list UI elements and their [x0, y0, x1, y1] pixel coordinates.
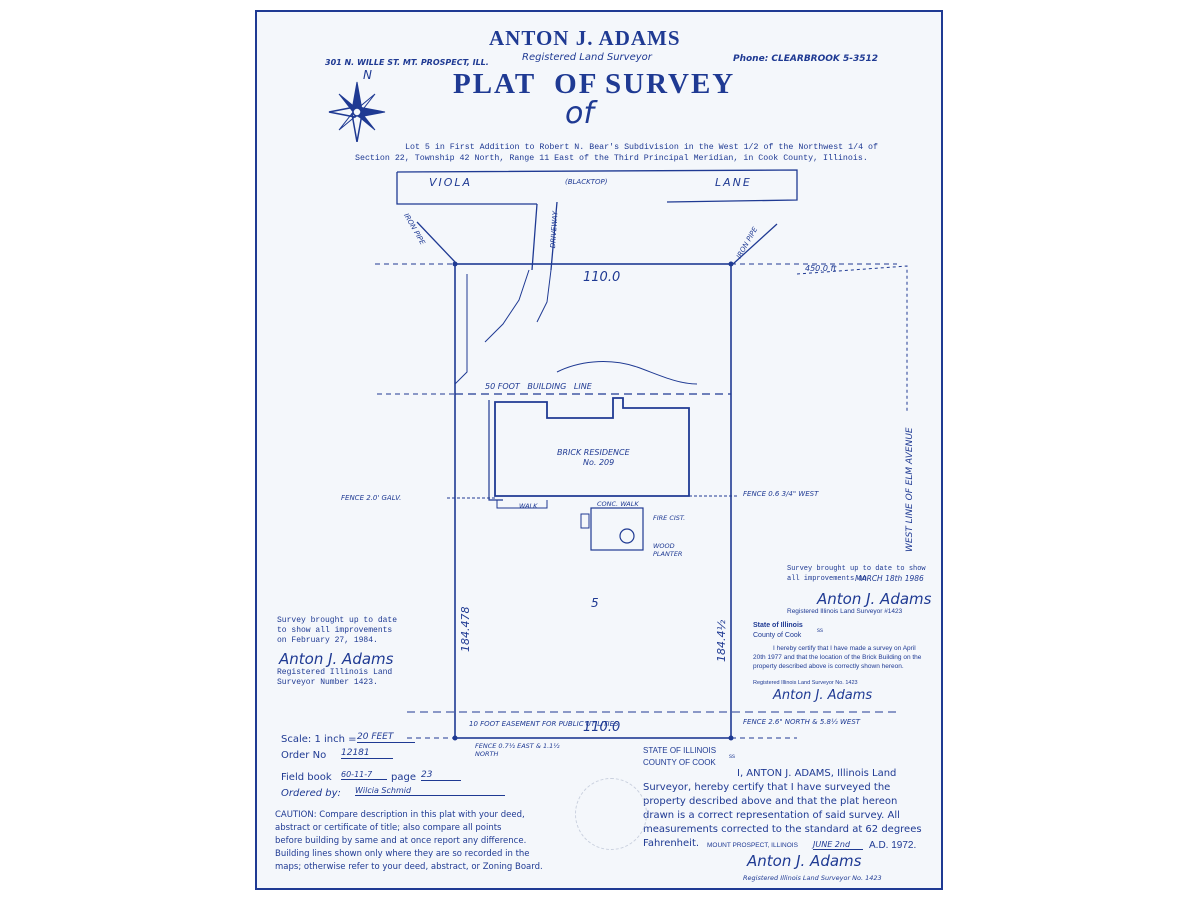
update-1984-reg1: Registered Illinois Land: [277, 668, 393, 677]
main-cert-reg: Registered Illinois Land Surveyor No. 14…: [743, 874, 882, 882]
caution-line5: maps; otherwise refer to your deed, abst…: [275, 862, 543, 872]
update-1984-line3: on February 27, 1984.: [277, 636, 378, 645]
scale-label: Scale: 1 inch =: [281, 734, 357, 745]
fence-corner-label: FENCE 0.7½ EAST & 1.1½ NORTH: [475, 742, 560, 758]
dim-west-line: 450.0 ft: [805, 264, 837, 273]
fence-right-label: FENCE 0.6 3/4" WEST: [743, 490, 819, 498]
legal-description: Lot 5 in First Addition to Robert N. Bea…: [355, 143, 878, 163]
side-left-dim: 184.478: [459, 606, 472, 653]
main-cert-line6: Fahrenheit.: [643, 838, 700, 849]
main-cert-line3: property described above and that the pl…: [643, 796, 898, 807]
field-book-label: Field book: [281, 772, 332, 783]
scale-value: 20 FEET: [357, 732, 415, 743]
surveyor-subtitle: Registered Land Surveyor: [522, 52, 652, 63]
main-cert-line4: drawn is a correct representation of sai…: [643, 810, 900, 821]
side-right-dim: 184.4½: [715, 619, 728, 662]
main-cert-ss: ss: [729, 754, 735, 760]
main-cert-county: COUNTY OF COOK: [643, 758, 716, 767]
field-book-value: 60-11-7: [341, 770, 387, 780]
surveyor-address: 301 N. WILLE ST. MT. PROSPECT, ILL.: [325, 58, 489, 67]
fire-cistern-label: FIRE CIST.: [653, 514, 686, 522]
plat-title-of: of: [565, 96, 594, 131]
plat-title-left: PLAT OF: [453, 68, 599, 100]
cert-1977-reg: Registered Illinois Land Surveyor No. 14…: [753, 680, 858, 686]
compass-north-label: N: [363, 68, 372, 82]
rear-width: 110.0: [583, 720, 621, 735]
update-1986-reg: Registered Illinois Land Surveyor #1423: [787, 608, 903, 615]
update-1986-signature: Anton J. Adams: [817, 590, 932, 608]
wood-planter-label: WOOD PLANTER: [653, 542, 683, 558]
plat-title-right: SURVEY: [605, 68, 736, 100]
main-cert-date: JUNE 2nd: [813, 840, 863, 850]
fence-left-label: FENCE 2.0' GALV.: [341, 494, 402, 502]
main-cert-line1: I, ANTON J. ADAMS, Illinois Land: [737, 768, 897, 779]
page-value: 23: [421, 770, 461, 781]
update-1984-line2: to show all improvements: [277, 626, 393, 635]
easement-label: 10 FOOT EASEMENT FOR PUBLIC UTILITIES: [469, 720, 619, 728]
main-cert-line2: Surveyor, hereby certify that I have sur…: [643, 782, 891, 793]
caution-line3: before building by same and at once repo…: [275, 836, 527, 846]
caution-line1: CAUTION: Compare description in this pla…: [275, 810, 525, 820]
lot-number: 5: [591, 596, 599, 610]
main-cert-ad: A.D. 1972.: [869, 840, 917, 851]
house-number: No. 209: [583, 458, 615, 467]
embossed-seal: [575, 778, 647, 850]
main-cert-signature: Anton J. Adams: [747, 852, 862, 870]
surveyor-phone: Phone: CLEARBROOK 5-3512: [733, 54, 879, 64]
main-cert-line5: measurements corrected to the standard a…: [643, 824, 922, 835]
front-width: 110.0: [583, 270, 621, 285]
cert-1977-text: I hereby certify that I have made a surv…: [753, 645, 922, 670]
street-viola: VIOLA: [429, 176, 473, 189]
residence-label: BRICK RESIDENCE: [557, 448, 630, 457]
order-label: Order No: [281, 750, 327, 761]
cert-1977-ss: ss: [817, 628, 823, 634]
update-1984-signature: Anton J. Adams: [279, 650, 394, 668]
ordered-by-label: Ordered by:: [281, 788, 341, 799]
main-cert-state: STATE OF ILLINOIS: [643, 746, 717, 755]
ordered-by-value: Wilcia Schmid: [355, 786, 505, 796]
building-line-label: 50 FOOT BUILDING LINE: [485, 382, 592, 391]
cert-1977-county: County of Cook: [753, 632, 802, 639]
walk-label: WALK: [519, 502, 538, 510]
cert-1977-state: State of Illinois: [753, 622, 803, 629]
update-1984-reg2: Surveyor Number 1423.: [277, 678, 378, 687]
update-1984-line1: Survey brought up to date: [277, 616, 398, 625]
compass-rose-icon: [328, 81, 386, 142]
update-1986-text: Survey brought up to date to show all im…: [787, 565, 926, 583]
surveyor-name: ANTON J. ADAMS: [489, 26, 681, 50]
west-line-label: WEST LINE OF ELM AVENUE: [905, 427, 915, 552]
update-1986-date: MARCH 18th 1986: [855, 574, 924, 583]
street-lane: LANE: [715, 176, 752, 189]
page-label: page: [391, 772, 416, 783]
plat-drawing: [375, 169, 908, 741]
survey-sheet: ANTON J. ADAMS Registered Land Surveyor …: [255, 10, 943, 890]
order-value: 12181: [341, 748, 393, 759]
caution-line4: Building lines shown only where they are…: [275, 849, 530, 859]
street-blacktop: (BLACKTOP): [565, 178, 608, 186]
caution-line2: abstract or certificate of title; also c…: [275, 823, 502, 833]
main-cert-place: MOUNT PROSPECT, ILLINOIS: [707, 842, 798, 849]
fence-rear-label: FENCE 2.6" NORTH & 5.8½ WEST: [743, 718, 861, 726]
conc-walk-label: CONC. WALK: [597, 500, 639, 508]
cert-1977-signature: Anton J. Adams: [773, 688, 873, 703]
